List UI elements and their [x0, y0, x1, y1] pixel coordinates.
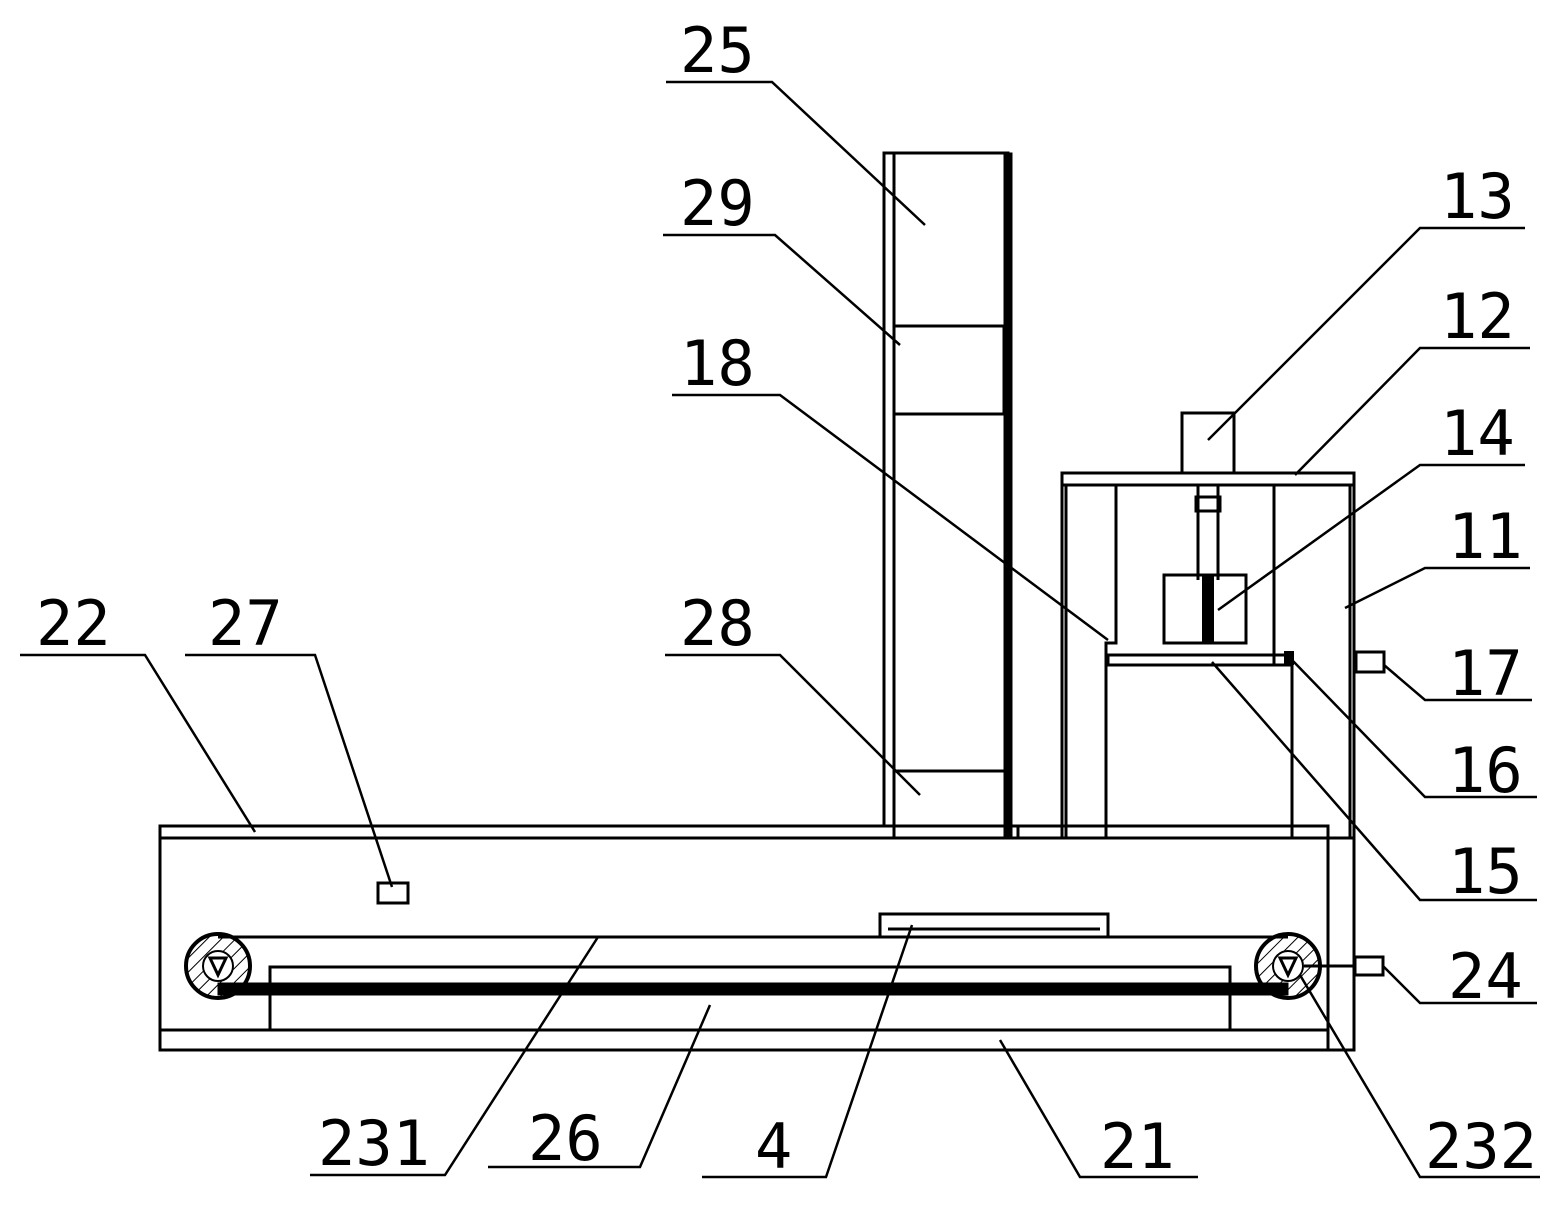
leader-17 — [1383, 664, 1532, 702]
bottom-plate-21 — [158, 1028, 1330, 1052]
conveyor — [184, 912, 1322, 1032]
leader-232 — [1298, 974, 1540, 1179]
label-231: 231 — [318, 1107, 430, 1180]
leader-13 — [1207, 226, 1525, 441]
right-wall-hatched — [1326, 836, 1356, 1052]
label-24: 24 — [1448, 940, 1523, 1013]
leader-231 — [310, 936, 600, 1177]
support-26 — [268, 965, 1232, 1032]
label-21: 21 — [1100, 1110, 1175, 1183]
label-27: 27 — [208, 587, 283, 660]
label-29: 29 — [680, 167, 755, 240]
label-11: 11 — [1448, 500, 1523, 573]
filter-29 — [892, 324, 1006, 416]
leader-22 — [20, 653, 257, 833]
tray-4 — [878, 912, 1110, 939]
port-17 — [1354, 650, 1386, 674]
label-22: 22 — [36, 587, 111, 660]
label-13: 13 — [1440, 160, 1515, 233]
leader-21 — [998, 1039, 1198, 1179]
pulley-left-key — [207, 956, 229, 979]
leader-18 — [672, 393, 1109, 642]
leader-29 — [663, 233, 901, 346]
actuator-13 — [1180, 411, 1236, 475]
leader-28 — [665, 653, 921, 796]
label-12: 12 — [1440, 280, 1515, 353]
label-14: 14 — [1440, 397, 1515, 470]
rod-joint — [1194, 495, 1222, 513]
leader-24 — [1382, 965, 1537, 1005]
label-26: 26 — [528, 1102, 603, 1175]
leader-26 — [488, 1004, 712, 1169]
connector-24 — [1353, 955, 1385, 977]
column-right-edge — [1003, 152, 1013, 839]
leader-16 — [1291, 659, 1537, 799]
label-17: 17 — [1448, 637, 1523, 710]
leader-27 — [185, 653, 394, 888]
belt-lower — [217, 982, 1289, 996]
lid-12 — [1060, 471, 1356, 487]
label-16: 16 — [1448, 734, 1523, 807]
top-plate-22 — [158, 824, 1330, 840]
block-14-rod — [1202, 575, 1214, 643]
column-base — [892, 824, 1020, 840]
label-25: 25 — [680, 14, 755, 87]
leader-lines — [20, 80, 1540, 1179]
sensor-27 — [376, 881, 410, 905]
leader-25 — [666, 80, 926, 226]
column-outline — [882, 151, 1010, 828]
label-15: 15 — [1448, 835, 1523, 908]
pin-16 — [1284, 651, 1294, 665]
plate-15 — [1106, 653, 1290, 667]
leader-15 — [1211, 661, 1537, 902]
column — [882, 151, 1020, 840]
column-left-strip — [882, 151, 896, 828]
upper-box — [1060, 411, 1386, 840]
label-232: 232 — [1425, 1110, 1537, 1183]
left-wall-hatched — [1064, 483, 1118, 840]
pulley-right-key — [1277, 956, 1299, 979]
leader-4 — [702, 924, 914, 1179]
label-28: 28 — [680, 587, 755, 660]
leader-12 — [1294, 346, 1530, 476]
label-18: 18 — [680, 327, 755, 400]
label-4: 4 — [755, 1110, 792, 1183]
leader-14 — [1217, 463, 1525, 612]
leader-11 — [1344, 566, 1530, 610]
part-labels: 25 29 18 28 22 27 13 12 14 11 17 16 15 2… — [36, 14, 1537, 1183]
